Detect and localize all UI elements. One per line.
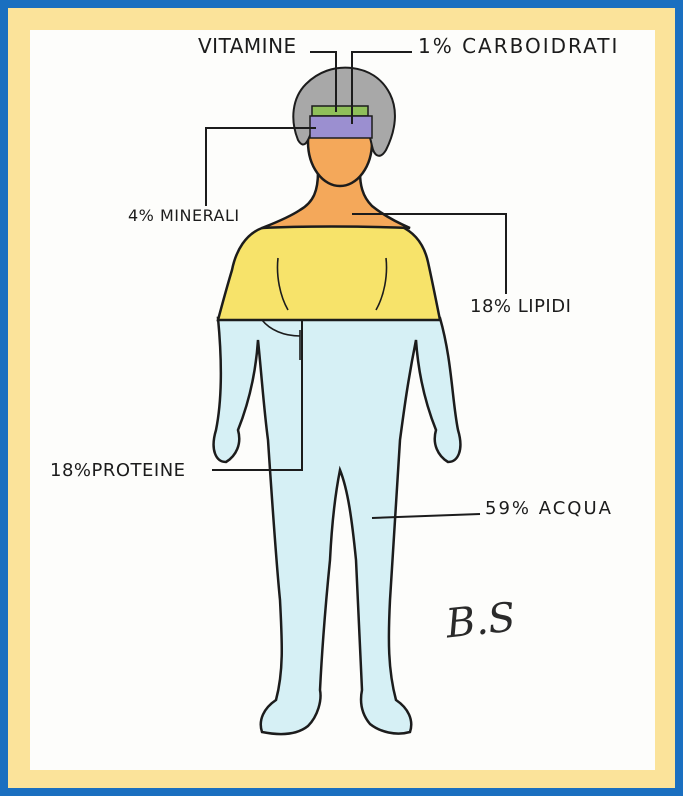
torso-lipidi-region [218, 218, 440, 320]
label-acqua: 59% ACQUA [485, 498, 613, 519]
label-lipidi: 18% LIPIDI [470, 296, 571, 317]
label-carboidrati: 1% CARBOIDRATI [418, 34, 619, 58]
body-acqua-region [214, 318, 461, 734]
label-vitamine: VITAMINE [198, 34, 297, 58]
carboidrati-band [310, 116, 372, 138]
label-proteine: 18%PROTEINE [50, 460, 186, 481]
label-minerali: 4% MINERALI [128, 206, 240, 225]
vitamine-band [312, 106, 368, 116]
artist-signature: B.S [444, 594, 518, 647]
